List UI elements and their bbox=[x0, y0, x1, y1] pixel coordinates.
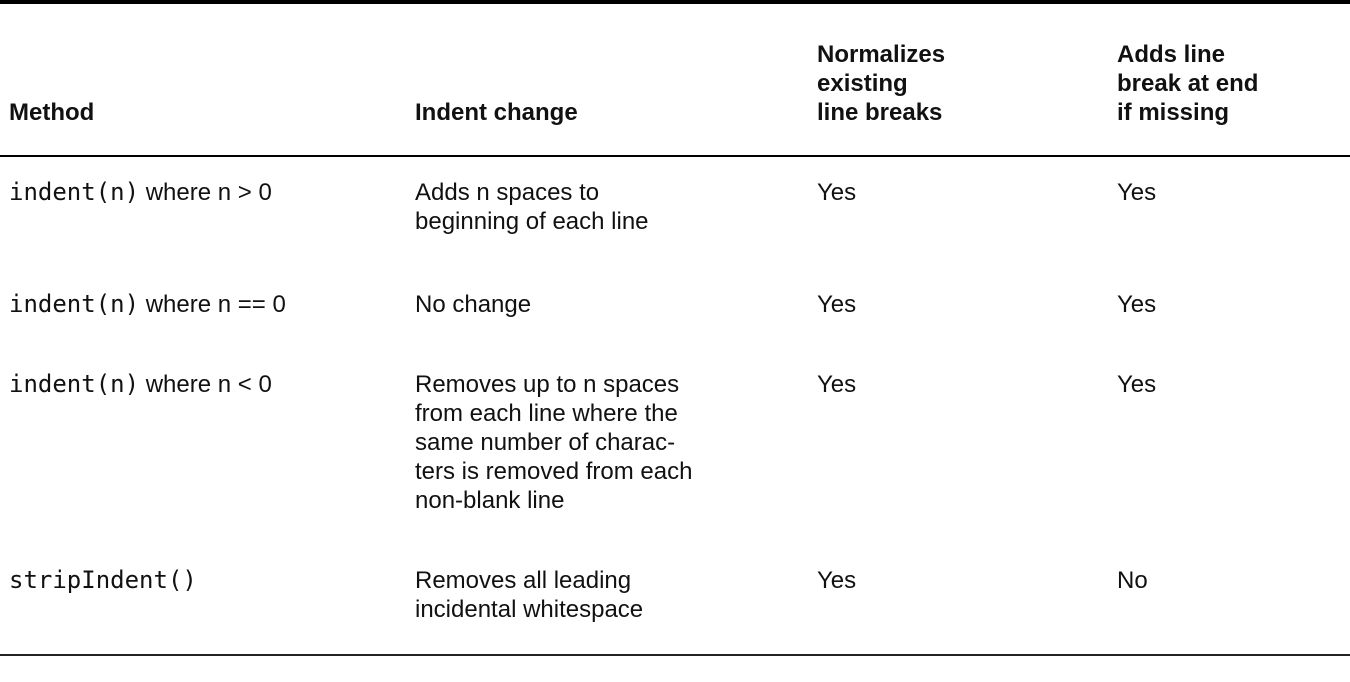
method-cell: stripIndent() bbox=[9, 566, 197, 595]
normalizes-cell: Yes bbox=[817, 371, 857, 398]
adds-line-break-cell: Yes bbox=[1117, 179, 1157, 206]
method-cell: indent(n) where n > 0 bbox=[9, 178, 272, 207]
method-code: indent(n) bbox=[9, 370, 140, 398]
method-code: indent(n) bbox=[9, 178, 140, 206]
header-indent-change: Indent change bbox=[415, 99, 578, 126]
method-condition: where n < 0 bbox=[139, 371, 272, 398]
normalizes-cell: Yes bbox=[817, 567, 857, 594]
method-cell: indent(n) where n < 0 bbox=[9, 370, 272, 399]
table-header-row: Method Indent change Normalizes existing… bbox=[0, 0, 1350, 155]
method-cell: indent(n) where n == 0 bbox=[9, 290, 286, 319]
indent-change-cell: Removes up to n spaces from each line wh… bbox=[415, 371, 693, 514]
table-bottom-rule bbox=[0, 654, 1350, 656]
adds-line-break-cell: Yes bbox=[1117, 291, 1157, 318]
header-method: Method bbox=[9, 99, 95, 126]
indent-change-cell: No change bbox=[415, 291, 532, 318]
indent-change-cell: Adds n spaces to beginning of each line bbox=[415, 179, 649, 235]
normalizes-cell: Yes bbox=[817, 179, 857, 206]
method-code: indent(n) bbox=[9, 290, 140, 318]
normalizes-cell: Yes bbox=[817, 291, 857, 318]
header-normalizes-line-breaks: Normalizes existing line breaks bbox=[817, 41, 946, 126]
method-condition: where n > 0 bbox=[139, 179, 272, 206]
method-condition: where n == 0 bbox=[139, 291, 286, 318]
table-top-rule bbox=[0, 0, 1350, 4]
indent-change-cell: Removes all leading incidental whitespac… bbox=[415, 567, 644, 623]
adds-line-break-cell: Yes bbox=[1117, 371, 1157, 398]
method-code: stripIndent() bbox=[9, 566, 197, 594]
adds-line-break-cell: No bbox=[1117, 567, 1148, 594]
table-header-rule bbox=[0, 155, 1350, 157]
header-adds-line-break: Adds line break at end if missing bbox=[1117, 41, 1259, 126]
